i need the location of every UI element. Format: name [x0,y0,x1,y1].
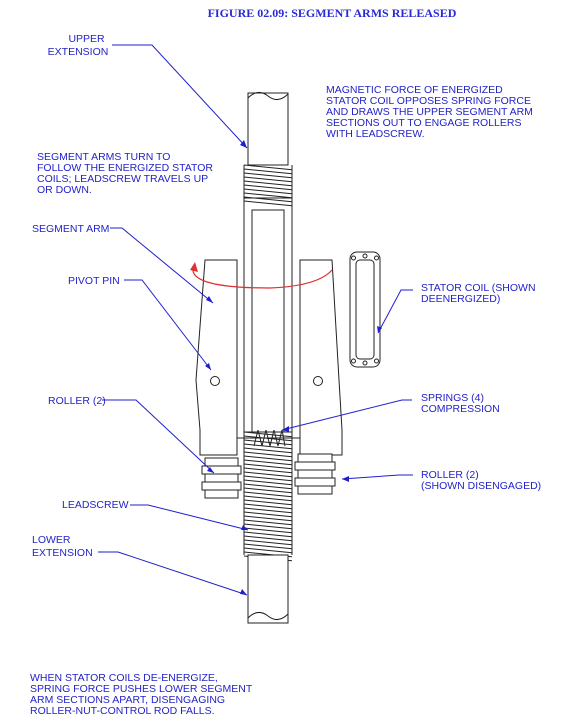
rotation-arrow-icon [190,262,333,289]
lower-extension-rod [247,554,289,624]
figure-title: FIGURE 02.09: SEGMENT ARMS RELEASED [208,6,457,20]
label-magnetic-force: MAGNETIC FORCE OF ENERGIZED STATOR COIL … [326,84,536,140]
label-roller-right: ROLLER (2) (SHOWN DISENGAGED) [421,469,541,492]
upper-leadscrew-threads [243,164,293,207]
label-segment-arm: SEGMENT ARM [32,223,109,235]
label-upper-extension: UPPER EXTENSION [48,33,109,58]
label-segment-arms-turn: SEGMENT ARMS TURN TO FOLLOW THE ENERGIZE… [37,151,216,196]
label-leadscrew: LEADSCREW [62,499,129,511]
label-bottom-note: WHEN STATOR COILS DE-ENERGIZE, SPRING FO… [30,672,255,717]
right-roller [294,453,336,495]
label-roller-left: ROLLER (2) [48,395,106,407]
right-segment-arm [299,259,343,456]
leader-arrowheads [205,140,382,595]
label-springs: SPRINGS (4) COMPRESSION [421,392,500,415]
label-lower-extension: LOWER EXTENSION [32,534,93,559]
stator-coil [349,251,381,368]
label-pivot-pin: PIVOT PIN [68,275,120,287]
left-pivot-pin-icon [210,376,220,386]
left-roller [201,457,242,499]
leader-lines [98,44,413,596]
lower-leadscrew-threads [243,431,293,562]
center-tube [243,197,293,433]
right-pivot-pin-icon [313,376,323,386]
upper-extension-rod [247,92,289,166]
label-stator-coil: STATOR COIL (SHOWN DEENERGIZED) [421,282,538,305]
left-segment-arm [195,259,238,456]
